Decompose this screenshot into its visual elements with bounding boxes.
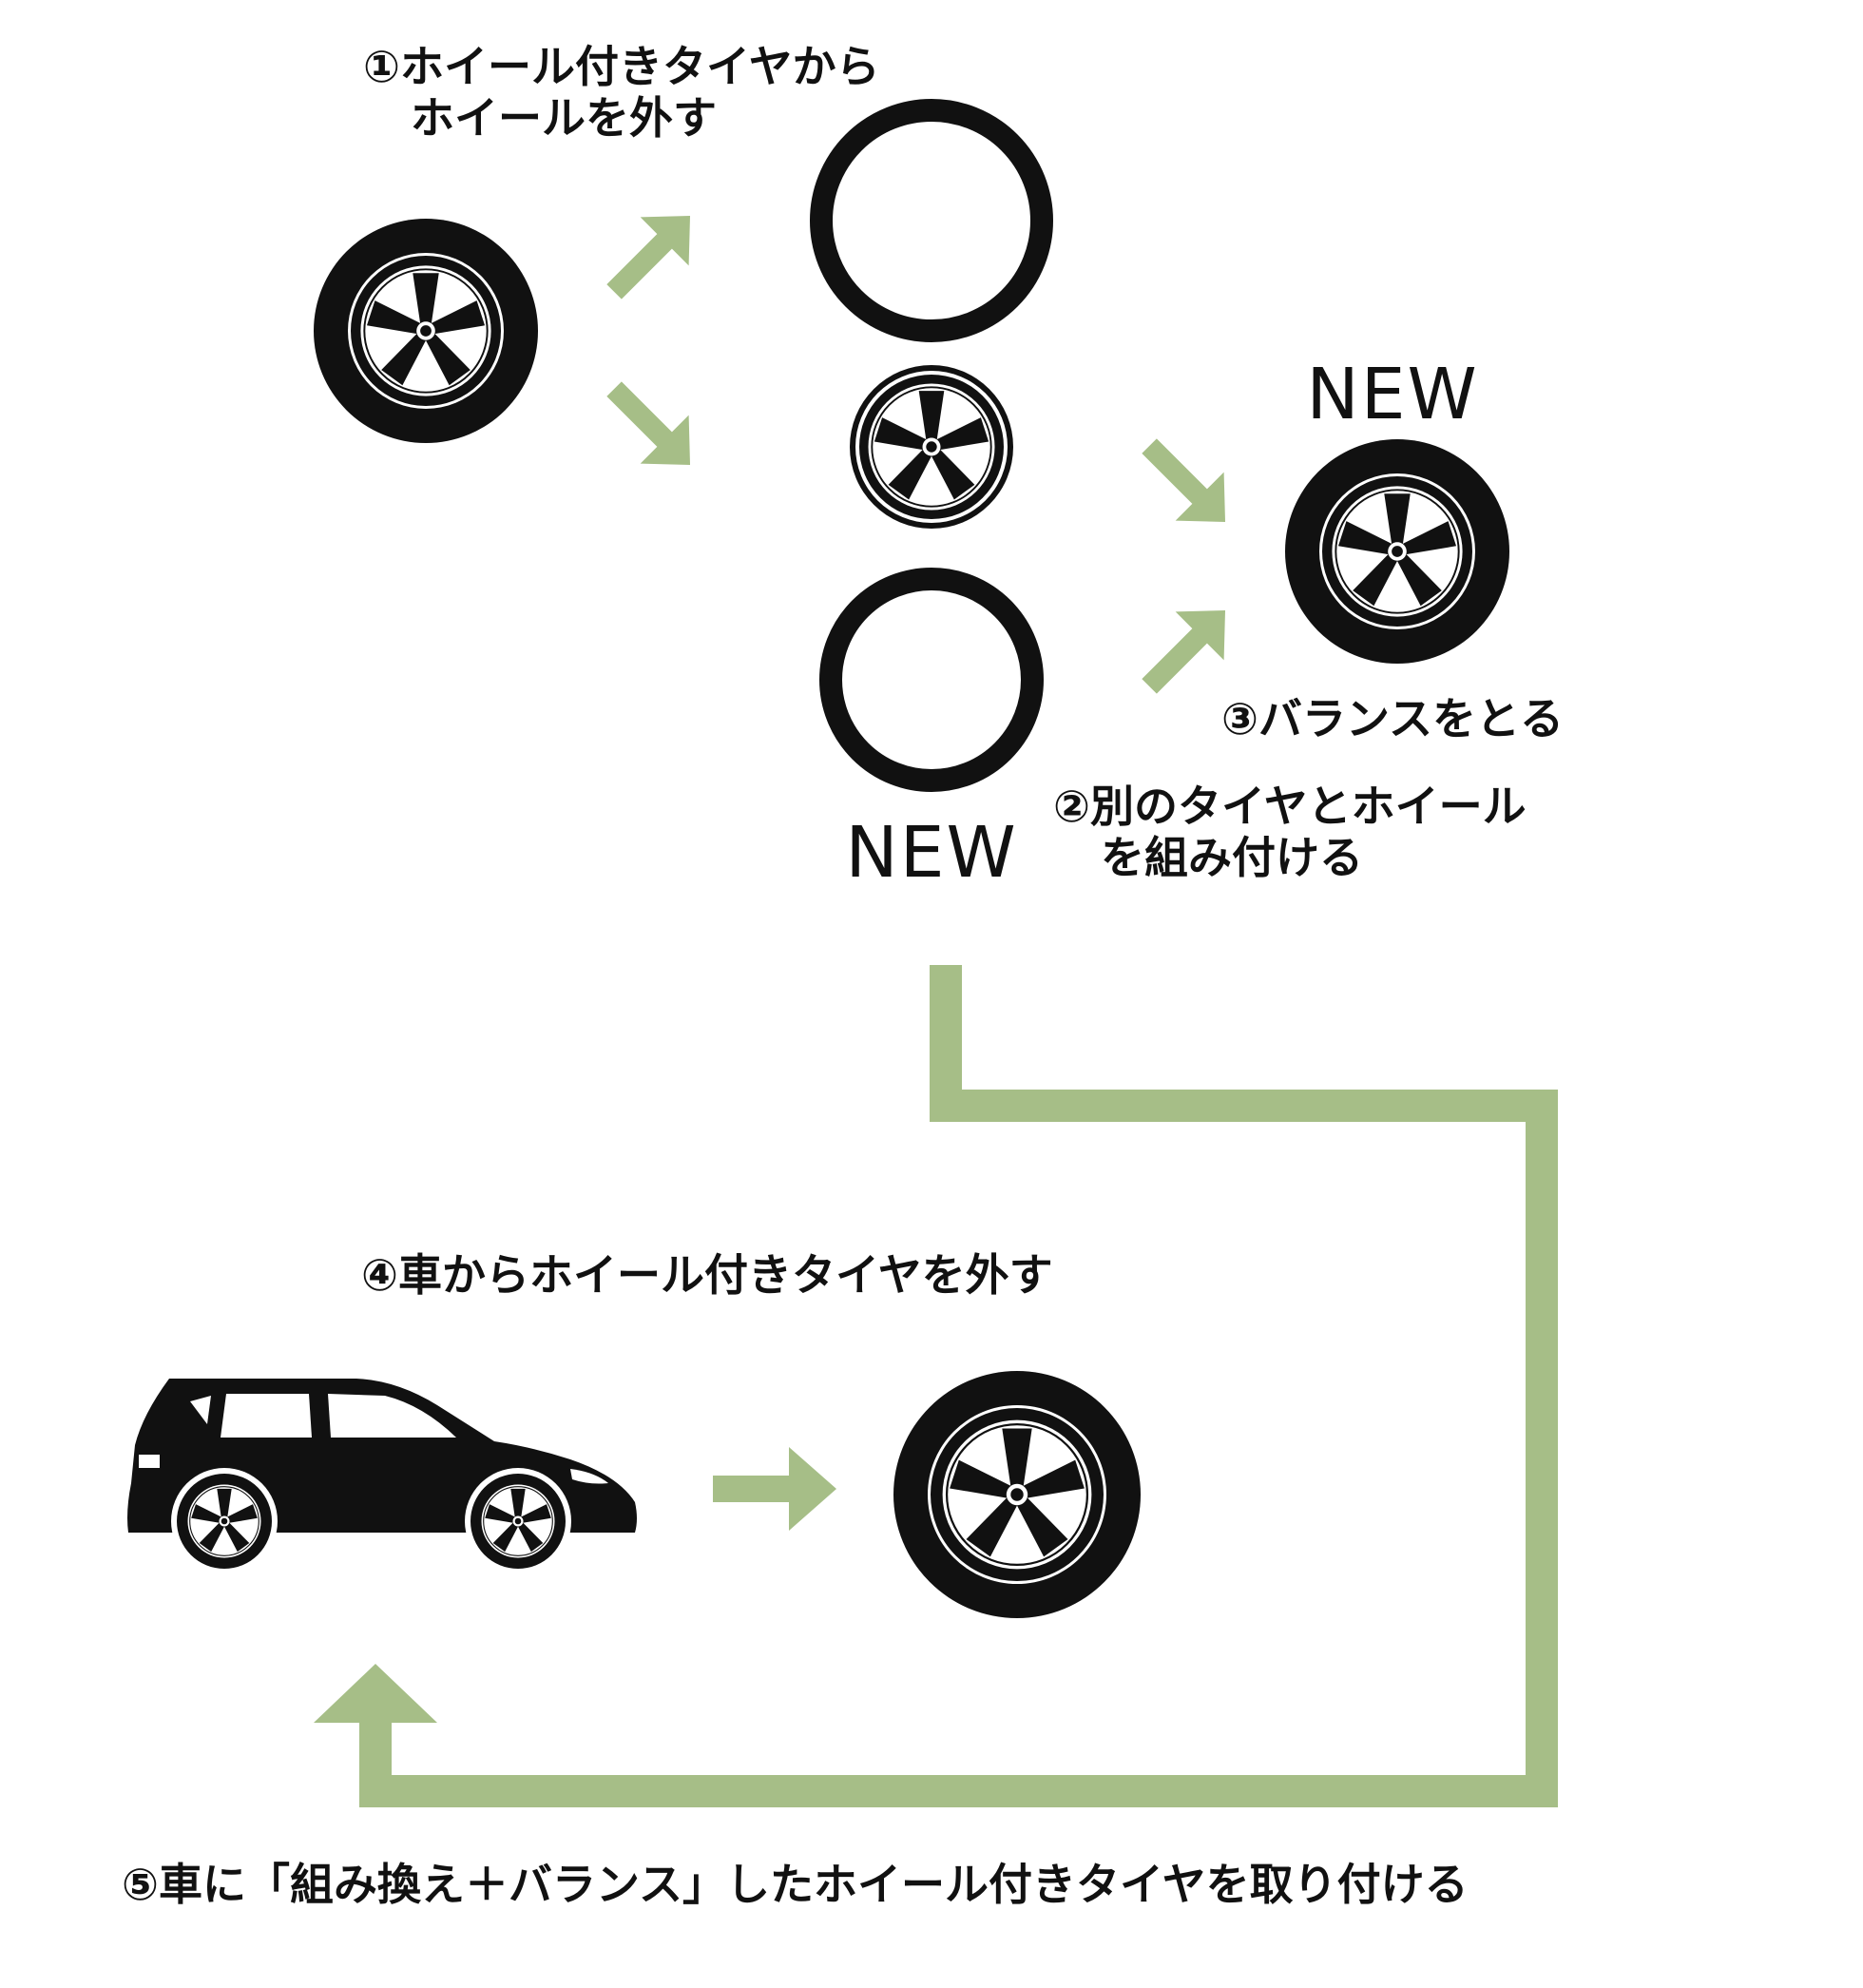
arrow-up-right-icon bbox=[1142, 609, 1226, 694]
arrow-down-right-icon bbox=[1142, 438, 1226, 523]
step2-label-line1: ②別のタイヤとホイール bbox=[1053, 781, 1527, 832]
removed-wheel-with-tire-icon bbox=[893, 1371, 1141, 1618]
step2-label-line2: を組み付ける bbox=[1101, 832, 1363, 883]
tire-icon bbox=[810, 99, 1053, 342]
step3-label: ③バランスをとる bbox=[1221, 693, 1564, 744]
new-assembly-badge: NEW bbox=[1306, 354, 1478, 435]
new-tire-icon bbox=[819, 568, 1044, 792]
step1-label-line2: ホイールを外す bbox=[411, 92, 717, 144]
flow-connector bbox=[359, 965, 1558, 1807]
step1-label-line1: ①ホイール付きタイヤから bbox=[363, 41, 880, 92]
arrow-down-right-icon bbox=[606, 381, 691, 466]
step4-label: ④車からホイール付きタイヤを外す bbox=[361, 1249, 1053, 1301]
step5-label: ⑤車に「組み換え＋バランス」したホイール付きタイヤを取り付ける bbox=[122, 1859, 1469, 1910]
wheel-rim-icon bbox=[850, 365, 1013, 529]
flow-arrowhead-icon bbox=[314, 1664, 437, 1723]
arrow-right-icon bbox=[713, 1447, 836, 1531]
arrow-up-right-icon bbox=[606, 215, 691, 299]
car-icon bbox=[127, 1379, 637, 1574]
new-wheel-with-tire-icon bbox=[1285, 439, 1509, 664]
new-tire-badge: NEW bbox=[845, 812, 1017, 894]
wheel-with-tire-icon bbox=[314, 219, 538, 443]
